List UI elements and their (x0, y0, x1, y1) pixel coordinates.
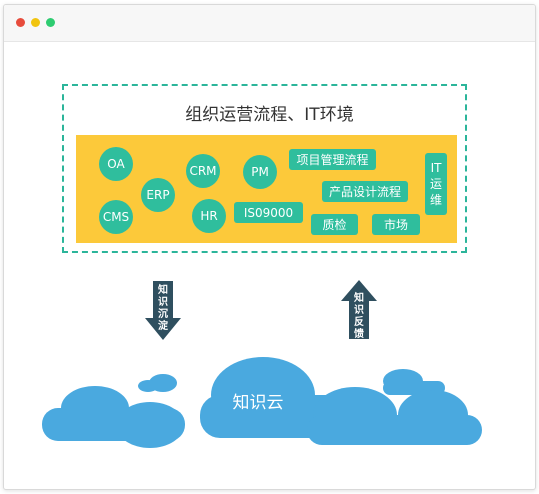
window-titlebar (4, 5, 535, 42)
arrow-down-char-3: 沉 (158, 309, 168, 320)
close-dot-icon[interactable] (16, 18, 25, 27)
cloud-base (42, 408, 185, 441)
node-crm: CRM (186, 154, 220, 188)
arrow-down-label: 知 识 沉 淀 (157, 285, 169, 333)
node-quality: 质检 (311, 214, 358, 235)
org-environment-box (62, 84, 467, 253)
arrow-up-char-1: 知 (354, 293, 364, 304)
arrow-down-char-1: 知 (158, 285, 168, 296)
arrow-down-char-2: 识 (158, 297, 168, 308)
arrow-up-shape (341, 280, 377, 339)
node-erp: ERP (141, 178, 175, 212)
node-oa: OA (99, 147, 133, 181)
arrow-up-char-3: 反 (354, 317, 364, 328)
maximize-dot-icon[interactable] (46, 18, 55, 27)
node-project-management: 项目管理流程 (289, 149, 376, 170)
cloud-puff (138, 380, 158, 392)
it-ops-line-2: 运 (429, 177, 442, 191)
it-ops-line-1: IT (430, 161, 442, 175)
cloud-base (307, 415, 482, 445)
arrow-down-shape (145, 281, 181, 340)
node-iso9000: IS09000 (234, 202, 303, 223)
cloud-label: 知识云 (232, 393, 284, 413)
node-hr: HR (192, 199, 226, 233)
arrow-up-char-2: 识 (354, 305, 364, 316)
arrow-up-label: 知 识 反 馈 (353, 293, 365, 341)
diagram-title: 组织运营流程、IT环境 (185, 105, 354, 125)
arrow-down-char-4: 淀 (158, 321, 168, 332)
it-ops-line-3: 维 (429, 193, 442, 207)
node-market: 市场 (372, 214, 420, 235)
minimize-dot-icon[interactable] (31, 18, 40, 27)
node-cms: CMS (99, 200, 133, 234)
node-it-ops: IT 运 维 (425, 153, 447, 215)
arrow-up-char-4: 馈 (354, 329, 364, 340)
node-product-design: 产品设计流程 (322, 181, 408, 202)
node-pm: PM (243, 155, 277, 189)
